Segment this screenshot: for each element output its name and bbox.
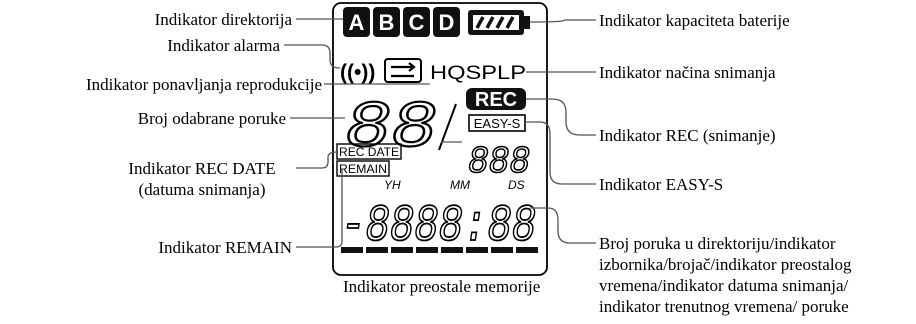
leader-counter — [530, 207, 596, 244]
remain-indicator: REMAIN — [339, 162, 387, 176]
folder-b: B — [379, 10, 395, 35]
label-remain: Indikator REMAIN — [158, 238, 292, 257]
rec-badge-box — [466, 88, 526, 110]
memory-segment — [441, 247, 463, 253]
counter-digits: -8888:88 — [341, 197, 536, 256]
label-counter-line2: izbornika/brojač/indikator preostalog — [599, 255, 852, 274]
unit-ds: DS — [508, 178, 525, 192]
memory-bar — [341, 247, 538, 253]
alarm-icon: ((•)) — [340, 61, 375, 84]
lcd-frame — [332, 2, 548, 276]
leader-remain — [296, 170, 343, 248]
memory-segment — [391, 247, 413, 253]
message-number-digits: 88 — [345, 91, 437, 166]
label-counter-line3: vremena/indikator datuma snimanja/ — [599, 276, 849, 295]
label-rec-date-line2: (datuma snimanja) — [138, 180, 266, 199]
label-counter-line4: indikator trenutnog vremena/ poruke — [599, 297, 849, 316]
memory-segment — [516, 247, 538, 253]
rec-date-indicator: REC DATE — [339, 145, 399, 159]
digits-slash — [438, 103, 457, 151]
memory-segment — [491, 247, 513, 253]
battery-icon — [468, 10, 530, 35]
label-rec: Indikator REC (snimanje) — [599, 126, 776, 145]
unit-yh: YH — [384, 178, 401, 192]
folder-c-box — [403, 7, 430, 37]
folder-d: D — [439, 10, 455, 35]
rec-mode-indicator: HQSPLP — [430, 63, 526, 84]
memory-segment — [341, 247, 363, 253]
label-message-number: Broj odabrane poruke — [137, 109, 286, 128]
memory-segment — [466, 247, 488, 253]
folder-a-box — [343, 7, 370, 37]
label-directory: Indikator direktorija — [154, 10, 292, 29]
label-alarm: Indikator alarma — [167, 36, 280, 55]
folder-c: C — [409, 10, 425, 35]
label-rec-date: Indikator REC DATE (datuma snimanja) — [110, 158, 294, 200]
label-repeat: Indikator ponavljanja reprodukcije — [85, 75, 322, 94]
leader-battery — [529, 19, 596, 23]
label-counter-line1: Broj poruka u direktoriju/indikator — [599, 234, 836, 253]
leader-easy-s — [525, 121, 596, 185]
easy-s-box — [468, 114, 526, 132]
unit-mm: MM — [450, 178, 470, 192]
directory-indicator: A B C D — [343, 7, 460, 37]
leader-rec — [526, 98, 596, 136]
memory-segment — [366, 247, 388, 253]
small-digits: 888 — [468, 141, 530, 184]
label-memory: Indikator preostale memorije — [343, 277, 541, 296]
folder-b-box — [373, 7, 400, 37]
label-rec-date-line1: Indikator REC DATE — [128, 159, 276, 178]
label-rec-mode: Indikator načina snimanja — [599, 63, 776, 82]
leader-alarm — [284, 44, 341, 69]
memory-segment — [416, 247, 438, 253]
rec-badge: REC — [475, 89, 517, 111]
folder-a: A — [349, 10, 365, 35]
leader-rec-date — [296, 151, 338, 169]
folder-d-box — [433, 7, 460, 37]
label-easy-s: Indikator EASY-S — [599, 175, 724, 194]
easy-s-indicator: EASY-S — [474, 116, 521, 131]
label-battery: Indikator kapaciteta baterije — [599, 11, 790, 30]
label-counter: Broj poruka u direktoriju/indikator izbo… — [599, 233, 852, 317]
remain-box — [336, 160, 390, 177]
leader-lines — [284, 18, 596, 248]
repeat-icon — [384, 58, 422, 83]
